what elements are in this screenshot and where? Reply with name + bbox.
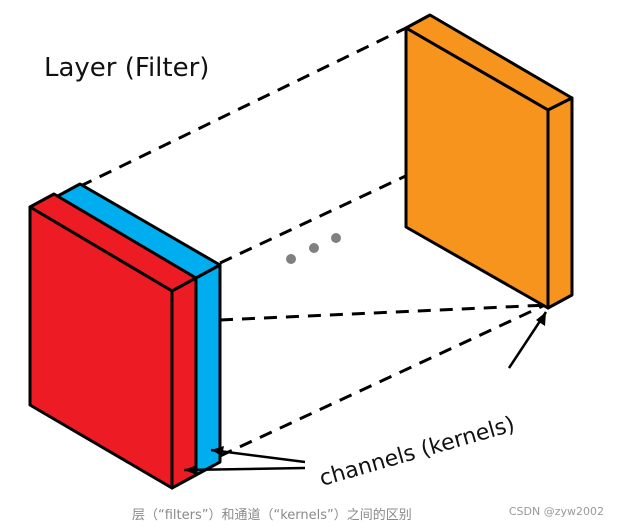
arrow-icon [211, 446, 224, 456]
arrow-icon [536, 312, 546, 326]
arrow-lines [183, 311, 548, 472]
dashed-line-bottom [219, 296, 561, 458]
figure-caption: 层（“filters”）和通道（“kernels”）之间的区别 CSDN @zy… [0, 500, 622, 526]
arrow-to-red [183, 466, 306, 472]
arrowheads [184, 312, 546, 475]
caption-text: 层（“filters”）和通道（“kernels”）之间的区别 [132, 508, 412, 523]
layer-filter-diagram: Layer (Filter) [28, 13, 574, 492]
arrow-to-blue [210, 448, 306, 464]
dashed-line-top [59, 26, 407, 198]
ellipsis-dots-icon [286, 233, 341, 264]
credit-watermark: CSDN @zyw2002 [508, 505, 604, 518]
channels-label: channels (kernels) [317, 412, 518, 492]
dashed-line-middle [219, 303, 549, 322]
arrow-icon [184, 465, 197, 475]
orange-filter-block [404, 13, 574, 310]
diagram-title: Layer (Filter) [44, 53, 209, 83]
red-channel-block [28, 192, 198, 490]
dashed-connectors [59, 26, 573, 458]
